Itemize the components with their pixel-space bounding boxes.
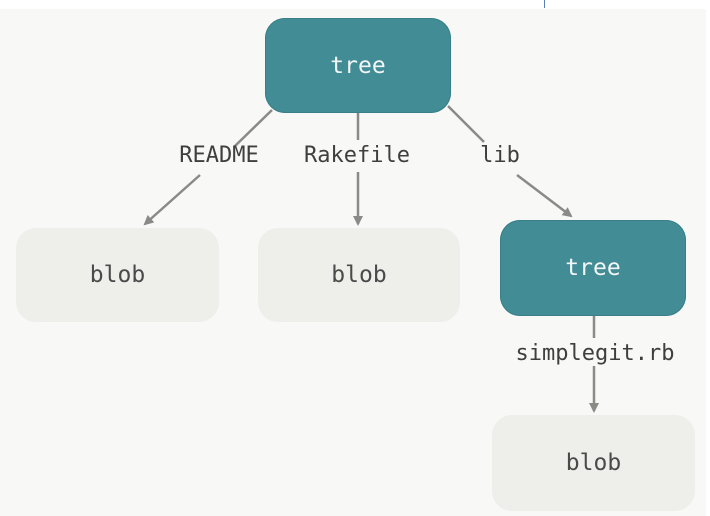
edge-label-rakefile: Rakefile [304,143,410,168]
edge-lib-line-top [447,105,485,143]
edge-readme-line-top [234,109,273,147]
right-border [706,0,710,516]
top-border [0,0,710,9]
readme-blob-label: blob [89,262,146,288]
lib-tree-label: tree [565,255,621,281]
simplegit-blob-node[interactable]: blob [492,415,695,511]
simplegit-blob-label: blob [565,450,622,476]
root-tree-node[interactable]: tree [265,18,451,113]
cursor-mark [544,0,545,8]
lib-tree-node[interactable]: tree [500,220,686,316]
edge-readme-arrow [143,174,201,226]
edge-lib-arrow [516,174,573,218]
root-tree-label: tree [330,52,386,79]
edge-label-readme: README [179,143,258,168]
rakefile-blob-label: blob [331,262,387,288]
rakefile-blob-node[interactable]: blob [258,228,460,322]
readme-blob-node[interactable]: blob [16,228,219,322]
edge-label-lib: lib [480,143,520,168]
edge-label-simplegit: simplegit.rb [516,341,675,366]
